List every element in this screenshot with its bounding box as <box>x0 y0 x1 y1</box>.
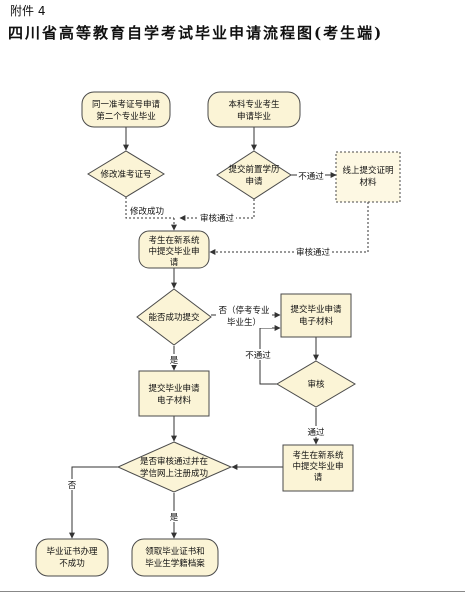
text-new-system-2-3: 请 <box>314 472 323 483</box>
node-decision-success <box>136 288 212 346</box>
text-submit-left-1: 提交毕业申请 <box>290 304 342 315</box>
text-start-right-2: 申请毕业 <box>237 111 271 122</box>
node-new-system-2 <box>282 444 354 492</box>
text-online-submit-2: 材料 <box>359 177 377 188</box>
label-not-pass-2: 不通过 <box>245 350 271 361</box>
label-yes-1: 是 <box>170 356 179 366</box>
text-decision-submit-prev-1: 提交前置学历 <box>228 164 280 175</box>
text-decision-final-2: 学信网上注册成功 <box>140 468 208 479</box>
node-submit-app <box>138 370 210 417</box>
node-end-fail <box>35 538 109 577</box>
page-bottom-rule <box>0 591 465 592</box>
text-decision-success: 能否成功提交 <box>148 312 200 323</box>
text-start-left-2: 第二个专业毕业 <box>96 111 156 122</box>
text-new-system-2-1: 考生在新系统 <box>292 450 344 461</box>
node-decision-final <box>116 441 233 493</box>
node-decision-submit-prev <box>216 150 292 200</box>
edge-modify-newsys <box>125 197 174 219</box>
text-end-ok-2: 毕业生学籍档案 <box>145 558 205 569</box>
node-online-submit <box>335 151 401 203</box>
label-yes-2: 是 <box>170 513 179 523</box>
page-title: 四川省高等教育自学考试毕业申请流程图(考生端) <box>8 24 384 42</box>
text-decision-final-1: 是否审核通过并在 <box>140 456 208 467</box>
text-new-system-1-1: 考生在新系统 <box>148 235 200 246</box>
label-no-sub-1: 否（停考专业 <box>218 305 269 316</box>
label-no-2: 否 <box>68 481 77 491</box>
text-end-fail-2: 不成功 <box>59 558 85 569</box>
node-start-right <box>207 91 301 128</box>
text-submit-app-1: 提交毕业申请 <box>148 383 200 394</box>
node-end-ok <box>131 538 219 577</box>
edge-online-newsys <box>209 202 369 255</box>
text-end-fail-1: 毕业证书办理 <box>46 546 98 557</box>
text-decision-submit-prev-2: 申请 <box>245 176 263 187</box>
text-online-submit-1: 线上提交证明 <box>342 165 393 176</box>
label-review-pass-1: 审核通过 <box>200 213 235 224</box>
text-end-ok-1: 领取毕业证书和 <box>145 546 205 557</box>
text-start-left-1: 同一准考证号申请 <box>92 99 161 110</box>
text-decision-modify: 修改准考证号 <box>100 169 151 180</box>
attachment-label: 附件 4 <box>10 4 46 18</box>
text-submit-app-2: 电子材料 <box>157 395 192 406</box>
node-new-system-1 <box>138 230 210 269</box>
text-decision-review: 审核 <box>307 379 325 390</box>
label-review-pass-2: 审核通过 <box>296 247 331 258</box>
node-submit-left <box>280 293 352 338</box>
text-submit-left-2: 电子材料 <box>299 316 334 327</box>
text-new-system-1-3: 请 <box>170 257 179 268</box>
node-decision-modify <box>87 150 165 198</box>
text-new-system-1-2: 中提交毕业申 <box>148 246 199 257</box>
label-not-pass-1: 不通过 <box>298 171 324 182</box>
node-decision-review <box>276 360 356 408</box>
label-modify-success: 修改成功 <box>130 206 164 217</box>
text-start-right-1: 本科专业考生 <box>228 99 280 110</box>
label-pass: 通过 <box>307 427 325 438</box>
node-start-left <box>81 91 171 128</box>
edge-final-fail <box>69 466 118 539</box>
text-new-system-2-2: 中提交毕业申 <box>292 461 343 472</box>
label-no-sub-2: 毕业生） <box>227 317 261 328</box>
